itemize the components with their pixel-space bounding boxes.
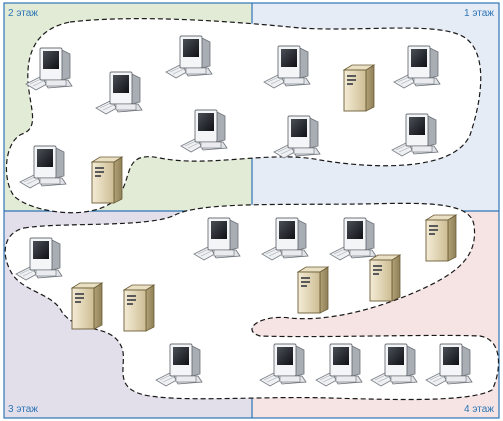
server-5 [369,254,401,302]
floor-3-label: 3 этаж [8,404,38,415]
floor-4-label: 4 этаж [464,404,494,415]
floor-2-label: 2 этаж [8,8,38,19]
server-7 [123,284,155,332]
server-1 [343,64,375,112]
server-2 [91,156,123,204]
floor-1-label: 1 этаж [464,8,494,19]
server-4 [297,266,329,314]
server-6 [71,282,103,330]
server-3 [425,214,457,262]
network-group-lower [4,202,500,401]
